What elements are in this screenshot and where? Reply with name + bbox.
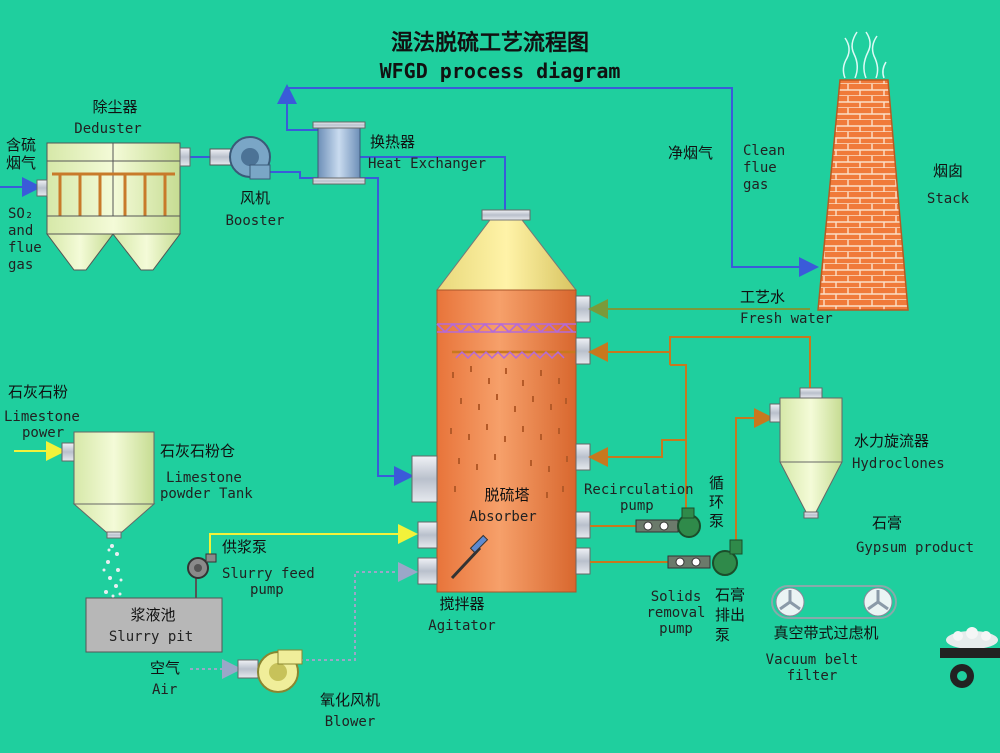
blower-label-cn: 氧化风机 [320, 691, 380, 709]
flue-gas-lines [0, 84, 819, 486]
vacuum-filter-label-en-1: Vacuum belt [766, 652, 859, 668]
agitator-label-cn: 搅拌器 [439, 595, 484, 613]
tank-label-cn: 石灰石粉仓 [160, 442, 235, 460]
stack-label-en: Stack [927, 191, 970, 207]
recirc-pump-label-en-1: Recirculation [584, 482, 694, 498]
clean-gas-label-en-3: gas [743, 177, 768, 193]
gypsum-label-cn: 石膏 [872, 514, 902, 532]
feed-pump-label-cn: 供浆泵 [222, 538, 267, 556]
fresh-water-label-en: Fresh water [740, 311, 833, 327]
solids-pump-label-cn-2: 排出 [715, 606, 745, 624]
recirc-pump-label-en-2: pump [620, 498, 654, 514]
vacuum-belt-filter [771, 585, 897, 619]
hydroclone-overflow-line [669, 336, 811, 390]
stack-label-cn: 烟囱 [933, 162, 963, 180]
slurry-feed-pump [187, 553, 217, 579]
slurry-feed-line [209, 524, 418, 554]
hydroclones-label-cn: 水力旋流器 [854, 432, 929, 450]
vacuum-filter-label-cn: 真空带式过虑机 [773, 624, 878, 642]
clean-gas-line [287, 87, 819, 277]
flue-in-label-cn-2: 烟气 [6, 154, 36, 172]
booster-label-en: Booster [225, 213, 284, 229]
absorber-label-en: Absorber [469, 509, 536, 525]
flue-in-label-en-1: SO₂ [8, 206, 33, 222]
gypsum-cart [940, 627, 1000, 688]
solids-pump-label-en-2: removal [646, 605, 705, 621]
flue-in-label-en-4: gas [8, 257, 33, 273]
title-en: WFGD process diagram [380, 59, 621, 83]
air-label-cn: 空气 [150, 659, 180, 677]
slurry-pit [85, 597, 223, 653]
booster-fan [209, 136, 271, 180]
booster-to-hx-line [270, 171, 318, 179]
absorber-tower [411, 209, 591, 593]
flue-in-label-en-3: flue [8, 240, 42, 256]
flue-in-label-cn-1: 含硫 [6, 136, 36, 154]
hydroclones-label-en: Hydroclones [852, 456, 945, 472]
feed-pump-label-en-2: pump [250, 582, 284, 598]
vacuum-filter-label-en-2: filter [787, 668, 838, 684]
feed-pump-label-en-1: Slurry feed [222, 566, 315, 582]
agitator-label-en: Agitator [428, 618, 495, 634]
solids-removal-pump [667, 539, 743, 576]
limestone-label-en-1: Limestone [4, 409, 80, 425]
recirc-pump-label-cn-2: 环 [709, 493, 724, 511]
oxidation-blower [237, 649, 303, 693]
hx-label-en: Heat Exchanger [368, 156, 486, 172]
limestone-powder-tank [61, 431, 156, 598]
deduster [36, 142, 191, 271]
solids-pump-label-cn-3: 泵 [715, 626, 730, 644]
absorber-to-hx-line [360, 156, 506, 210]
hydroclones [769, 387, 843, 519]
flue-in-label-en-2: and [8, 223, 33, 239]
slurry-lines [588, 336, 811, 563]
deduster-label-cn: 除尘器 [92, 98, 137, 116]
clean-gas-label-en-2: flue [743, 160, 777, 176]
hx-to-absorber-line [360, 177, 414, 486]
recirc-pump-label-cn-3: 泵 [709, 512, 724, 530]
tank-label-en-2: powder Tank [160, 486, 253, 502]
title-cn: 湿法脱硫工艺流程图 [391, 30, 589, 56]
solids-to-hydroclone-line [735, 408, 774, 550]
blower-to-absorber-line [300, 562, 418, 661]
limestone-label-cn: 石灰石粉 [8, 383, 68, 401]
heat-exchanger [312, 121, 366, 185]
slurry-pit-label-en: Slurry pit [109, 629, 193, 645]
stack [817, 31, 909, 311]
gypsum-label-en: Gypsum product [856, 540, 974, 556]
solids-pump-label-cn-1: 石膏 [715, 586, 745, 604]
recirc-riser-line [670, 364, 687, 518]
fresh-water-label-cn: 工艺水 [740, 288, 785, 306]
recirculation-pump [635, 507, 701, 538]
hx-label-cn: 换热器 [370, 133, 415, 151]
deduster-label-en: Deduster [74, 121, 141, 137]
limestone-label-en-2: power [22, 425, 64, 441]
solids-pump-label-en-1: Solids [651, 589, 702, 605]
absorber-label-cn: 脱硫塔 [484, 486, 529, 504]
air-label-en: Air [152, 682, 177, 698]
hx-up-line [277, 84, 318, 131]
clean-gas-label-cn: 净烟气 [668, 144, 713, 162]
recirc-mid-line [588, 439, 686, 467]
recirc-pump-label-cn-1: 循 [709, 474, 724, 492]
clean-gas-label-en-1: Clean [743, 143, 785, 159]
slurry-pit-label-cn: 浆液池 [130, 606, 175, 624]
solids-pump-label-en-3: pump [659, 621, 693, 637]
blower-label-en: Blower [325, 714, 376, 730]
booster-label-cn: 风机 [240, 189, 270, 207]
tank-label-en-1: Limestone [166, 470, 242, 486]
